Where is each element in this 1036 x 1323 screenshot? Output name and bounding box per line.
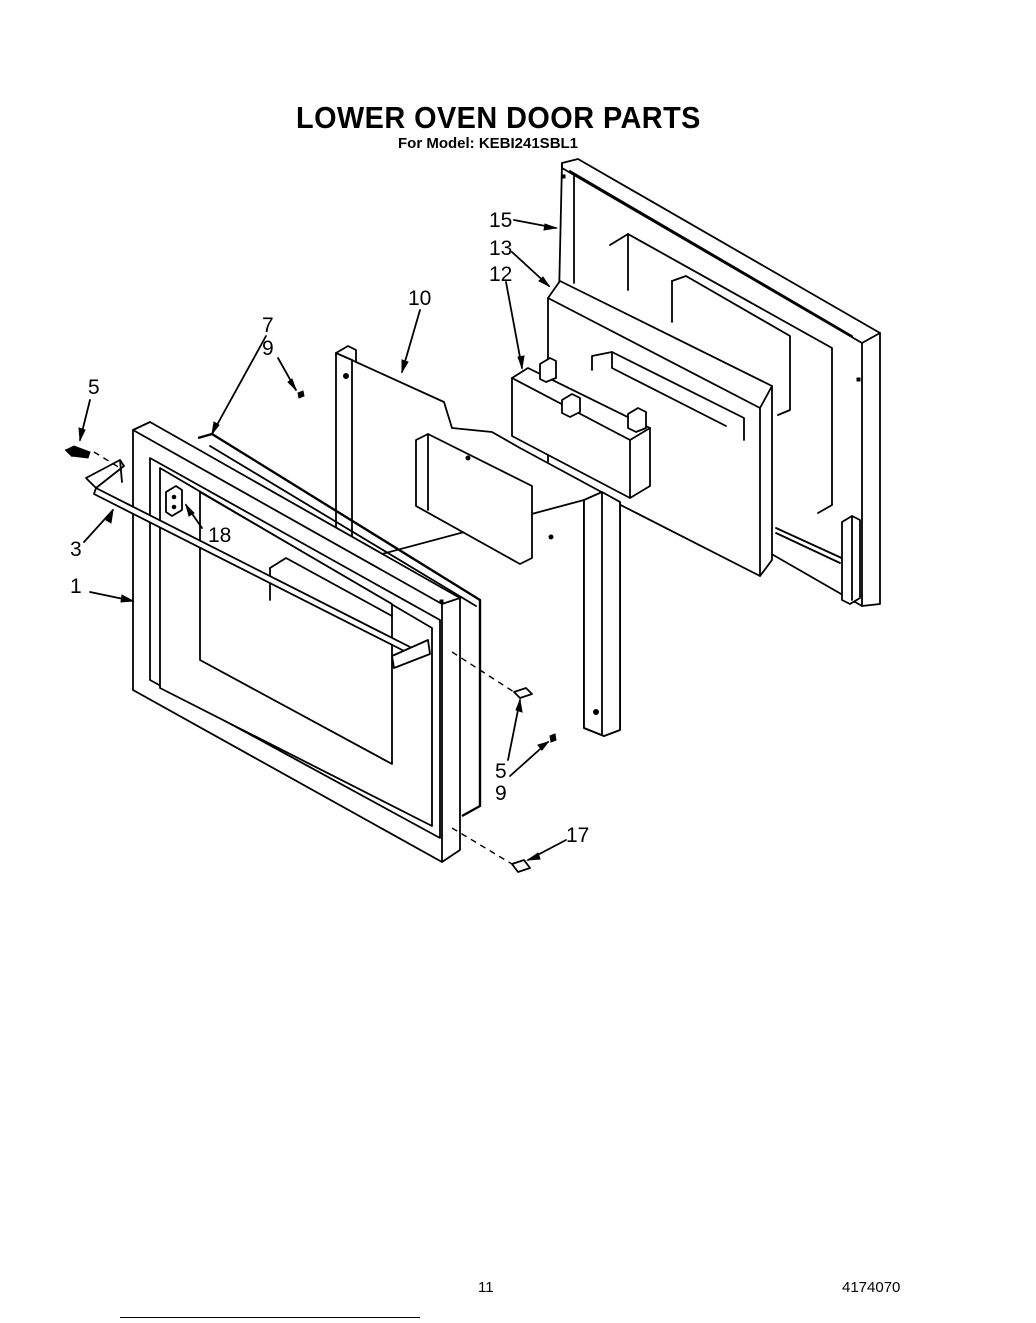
assembly-line-upper xyxy=(451,651,515,693)
callout-17: 17 xyxy=(566,824,589,847)
page-title: LOWER OVEN DOOR PARTS xyxy=(296,100,701,135)
callout-18: 18 xyxy=(208,524,231,547)
callout-5-left: 5 xyxy=(88,376,100,399)
callout-1: 1 xyxy=(70,575,82,598)
part-13-insulation xyxy=(547,280,773,577)
callout-9-right: 9 xyxy=(495,782,507,805)
callout-13: 13 xyxy=(489,237,512,260)
callout-12: 12 xyxy=(489,263,512,286)
footer-rule xyxy=(120,1317,420,1318)
model-subtitle: For Model: KEBI241SBL1 xyxy=(398,135,579,152)
callout-3: 3 xyxy=(70,538,82,561)
callout-15: 15 xyxy=(489,209,512,232)
callout-10: 10 xyxy=(408,287,431,310)
page-number: 11 xyxy=(478,1279,494,1296)
part-12-channel-box xyxy=(511,357,651,499)
assembly-line-handle xyxy=(93,451,121,469)
part-18-bracket xyxy=(165,485,183,517)
assembly-line-lower xyxy=(451,827,513,865)
part-7-gasket xyxy=(197,432,482,818)
part-17-screw xyxy=(511,859,531,873)
part-5-screw-right xyxy=(513,687,533,699)
callout-5-right: 5 xyxy=(495,760,507,783)
part-9-screw-right xyxy=(549,733,557,743)
part-3-handle xyxy=(85,459,431,669)
part-5-screw-left xyxy=(65,445,91,459)
leader-arrowheads xyxy=(78,223,558,861)
callout-9-top: 9 xyxy=(262,337,274,360)
callout-7: 7 xyxy=(262,314,274,337)
part-10-door-liner xyxy=(335,345,621,737)
part-9-screw-top xyxy=(297,390,305,399)
document-number: 4174070 xyxy=(842,1279,901,1296)
